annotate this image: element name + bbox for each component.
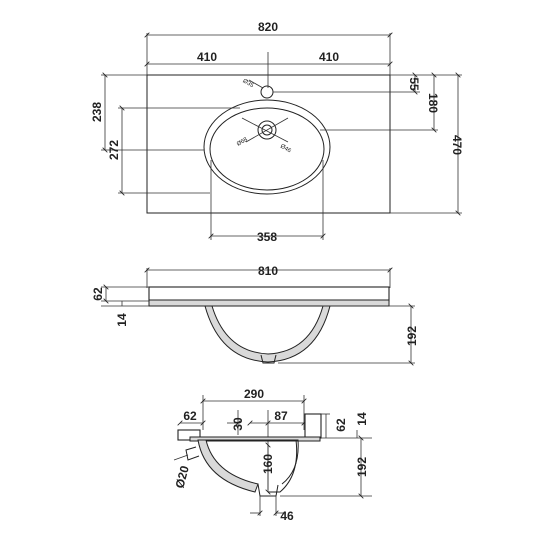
waste-inner-dia-label: Ø46 bbox=[279, 144, 292, 155]
side-rim-left-dim: 62 bbox=[183, 409, 197, 423]
rim-width-dim: 810 bbox=[258, 264, 278, 278]
side-offset-dim: 87 bbox=[274, 409, 288, 423]
left-half-dim: 410 bbox=[197, 50, 217, 64]
tap-hole-dia-label: Ø35 bbox=[242, 78, 255, 89]
overflow-dia-dim: Ø20 bbox=[172, 464, 191, 490]
bowl-inner bbox=[209, 107, 325, 191]
side-rim-left bbox=[177, 429, 201, 441]
basin-top-outline bbox=[146, 74, 391, 214]
tap-offset-dim: 55 bbox=[407, 77, 421, 91]
side-view: 290 62 30 87 Ø20 62 14 160 192 bbox=[172, 387, 372, 523]
waste-outer-icon bbox=[257, 120, 277, 140]
side-depth-to-waste-dim: 160 bbox=[261, 454, 275, 474]
bowl-width-dim: 358 bbox=[257, 230, 277, 244]
overall-depth-dim: 470 bbox=[450, 135, 464, 155]
right-half-dim: 410 bbox=[319, 50, 339, 64]
side-rim-right bbox=[304, 413, 322, 439]
lip-dim: 14 bbox=[115, 313, 129, 327]
bowl-depth-dim: 272 bbox=[107, 140, 121, 160]
side-bowl-body bbox=[197, 439, 259, 493]
side-total-height-dim: 192 bbox=[355, 457, 369, 477]
bowl-top-dim: 238 bbox=[90, 102, 104, 122]
waste-outlet bbox=[260, 354, 277, 364]
side-bowl-width-dim: 290 bbox=[244, 387, 264, 401]
side-lip-dim: 14 bbox=[355, 412, 369, 426]
rim-height-dim: 62 bbox=[91, 287, 105, 301]
side-waste-width-dim: 46 bbox=[280, 509, 294, 523]
countertop-line bbox=[148, 299, 390, 307]
rim-body bbox=[148, 286, 390, 302]
bowl-outer bbox=[203, 99, 331, 195]
front-view: 810 62 14 192 bbox=[91, 264, 419, 363]
overflow-outlet bbox=[185, 446, 200, 461]
bowl-center-dim: 180 bbox=[426, 93, 440, 113]
side-waste-outlet bbox=[257, 483, 279, 497]
waste-inner-icon bbox=[261, 124, 273, 136]
waste-outer-dia-label: Ø68 bbox=[236, 137, 249, 148]
side-gap-dim: 30 bbox=[231, 417, 245, 431]
side-rim-right-dim: 62 bbox=[334, 418, 348, 432]
bowl-body bbox=[204, 305, 331, 363]
bowl-height-dim: 192 bbox=[405, 326, 419, 346]
plan-view: Ø35 Ø68 Ø46 820 410 410 55 180 470 bbox=[90, 20, 464, 244]
overall-width-dim: 820 bbox=[258, 20, 278, 34]
